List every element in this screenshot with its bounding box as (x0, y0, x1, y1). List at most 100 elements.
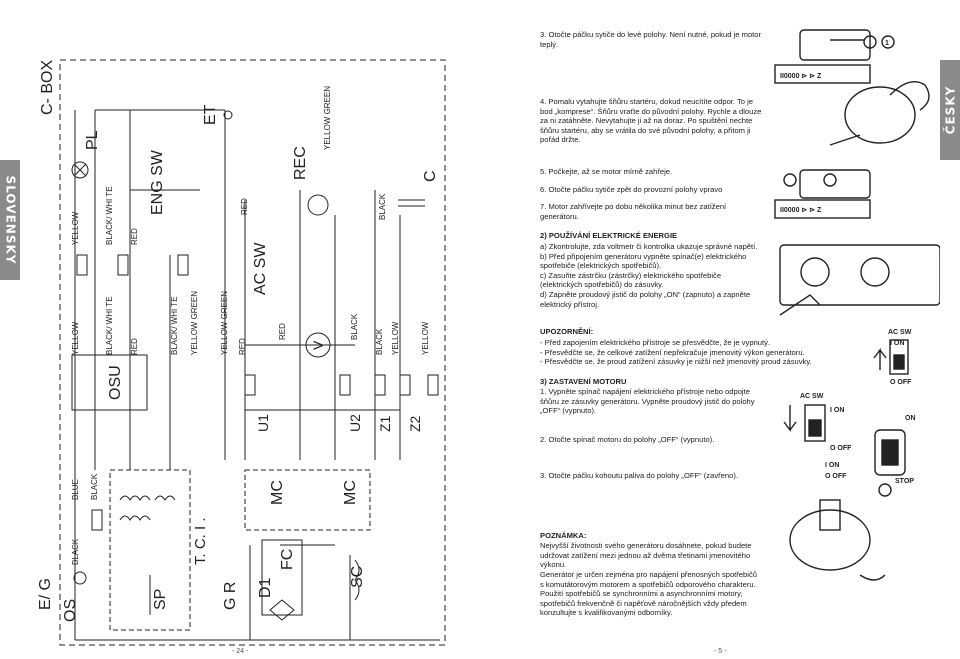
step-7: 7. Motor zahřívejte po dobu několika min… (540, 202, 727, 221)
label-osu: OSU (107, 365, 124, 400)
heading-note: POZNÁMKA: (540, 531, 587, 540)
wire-label: RED (130, 228, 139, 245)
label-sc: SC (349, 566, 366, 588)
label-fc: FC (279, 549, 296, 570)
wire-label: BLUE (71, 479, 80, 500)
label-u2: U2 (347, 414, 363, 432)
on-label: I ON (890, 340, 904, 347)
warning-2: - Přesvědčte se, že celkové zatížení nep… (540, 347, 805, 357)
page-number-right: - 5 - (714, 648, 727, 655)
stop-label: STOP (895, 478, 914, 485)
label-c-box: C- BOX (39, 60, 56, 115)
label-os: OS (62, 599, 79, 622)
label-pl: PL (84, 130, 101, 150)
step-5: 5. Počkejte, až se motor mírně zahřeje. (540, 167, 673, 176)
electric-a: a) Zkontrolujte, zda voltmetr či kontrol… (540, 242, 758, 251)
label-z1: Z1 (377, 415, 393, 432)
label-eng-sw: ENG SW (149, 149, 166, 215)
label-c: C (422, 170, 439, 182)
warning-1: - Před zapojením elektrického přístroje … (540, 338, 771, 347)
wire-label: YELLOW (391, 321, 400, 355)
label-d1: D1 (257, 577, 274, 598)
illustrations: II0000 ⊳ ⊳ Z II0000 ⊳ ⊳ Z 1 AC SW I ON O… (774, 29, 940, 581)
label-v: V (310, 340, 326, 350)
choke-scale: II0000 ⊳ ⊳ Z (780, 73, 822, 80)
wire-label: RED (240, 198, 249, 215)
engine-switch-illustration (874, 429, 906, 476)
ac-sw-label: AC SW (800, 393, 824, 400)
step-6: 6. Otočte páčku sytiče zpět do provozní … (540, 185, 723, 194)
heading-warning: UPOZORNĚNÍ: (540, 327, 594, 336)
note-1: Nejvyšší životnosti svého generátoru dos… (540, 541, 752, 570)
osu-box (71, 354, 148, 411)
label-sp: SP (152, 589, 169, 610)
callout-number: 1 (885, 40, 889, 47)
stop-3: 3. Otočte páčku kohoutu paliva do polohy… (540, 471, 738, 480)
electric-list: a) Zkontrolujte, zda voltmetr či kontrol… (540, 242, 765, 309)
label-u1: U1 (255, 414, 271, 432)
step-3: 3. Otočte páčku sytiče do levé polohy. N… (540, 30, 762, 49)
wire-label: YELLOW GREEN (190, 291, 199, 355)
language-tab-label: ČESKY (943, 85, 958, 135)
ac-sw-label: AC SW (888, 329, 912, 336)
label-et: ET (202, 104, 219, 125)
off-label: O OFF (825, 473, 847, 480)
label-mc1: MC (269, 480, 286, 505)
label-eg: E/ G (37, 578, 54, 610)
outlet-panel-illustration (779, 244, 940, 316)
on-label: I ON (825, 462, 839, 469)
note-2: Generátor je určen zejména pro napájení … (540, 570, 757, 618)
ac-switch-illustration (783, 404, 826, 442)
ac-switch-illustration (873, 339, 909, 375)
wire-label: RED (278, 323, 287, 340)
label-gr: G R (222, 582, 239, 610)
step-4: 4. Pomalu vytahujte šňůru startéru, doku… (540, 97, 762, 145)
page-number-left: - 24 - (232, 648, 249, 655)
electric-b: b) Před připojením generátoru vypněte sp… (540, 251, 747, 271)
warning-3: - Přesvědčte se, že proud zatížení zásuv… (540, 357, 812, 367)
choke-scale: II0000 ⊳ ⊳ Z (780, 207, 822, 214)
wire-label: BLACK (90, 473, 99, 500)
electric-c: c) Zasuňte zástrčku (zástrčky) elektrick… (540, 270, 722, 290)
wire-label: YELLOW (71, 321, 80, 355)
wire-label: RED (130, 338, 139, 355)
wire-label: RED (238, 338, 247, 355)
wire-label: YELLOW GREEN (220, 291, 229, 355)
language-tab-cesky: ČESKY (940, 60, 960, 160)
fuel-tap-illustration (789, 483, 892, 581)
wire-label: BLACK/ WHI TE (105, 186, 114, 245)
wire-label: YELLOW (71, 211, 80, 245)
on-label: I ON (830, 407, 844, 414)
choke-lever-illustration (774, 169, 871, 219)
wire-label: BLACK (71, 538, 80, 565)
on-label: ON (905, 415, 916, 422)
heading-electric: 2) POUŽÍVÁNÍ ELEKTRICKÉ ENERGIE (540, 231, 678, 240)
tci-box (109, 469, 191, 631)
wire-label: BLACK (375, 328, 384, 355)
language-tab-slovensky: SLOVENSKY (0, 160, 20, 280)
heading-stop: 3) ZASTAVENÍ MOTORU (540, 377, 627, 386)
c-box-outline (59, 59, 446, 646)
wire-label: YELLOW (421, 321, 430, 355)
label-z2: Z2 (407, 415, 423, 432)
off-label: O OFF (830, 445, 852, 452)
warning-list: - Před zapojením elektrického přístroje … (540, 338, 840, 367)
stop-2: 2. Otočte spínač motoru do polohy „OFF“ … (540, 435, 715, 444)
starter-pull-illustration (829, 81, 930, 146)
label-tci: T. C. I . (192, 517, 209, 565)
wire-label: BLACK (378, 193, 387, 220)
label-mc2: MC (342, 480, 359, 505)
choke-lever-illustration (774, 29, 895, 84)
language-tab-label: SLOVENSKY (3, 175, 17, 265)
off-label: O OFF (890, 379, 912, 386)
mc-box (244, 469, 371, 531)
wire-label: YELLOW GREEN (323, 86, 332, 150)
electric-d: d) Zapněte proudový jistič do polohy „ON… (540, 289, 751, 309)
wiring-diagram: C- BOX PL ET ENG SW REC C AC SW V OSU U1… (37, 59, 446, 646)
stop-1: 1. Vypněte spínač napájení elektrického … (540, 387, 755, 416)
wire-label: BLACK (350, 313, 359, 340)
label-rec: REC (292, 146, 309, 180)
label-ac-sw: AC SW (252, 242, 269, 295)
wire-label: BLACK/ WHI TE (105, 296, 114, 355)
wire-label: BLACK/ WHI TE (170, 296, 179, 355)
